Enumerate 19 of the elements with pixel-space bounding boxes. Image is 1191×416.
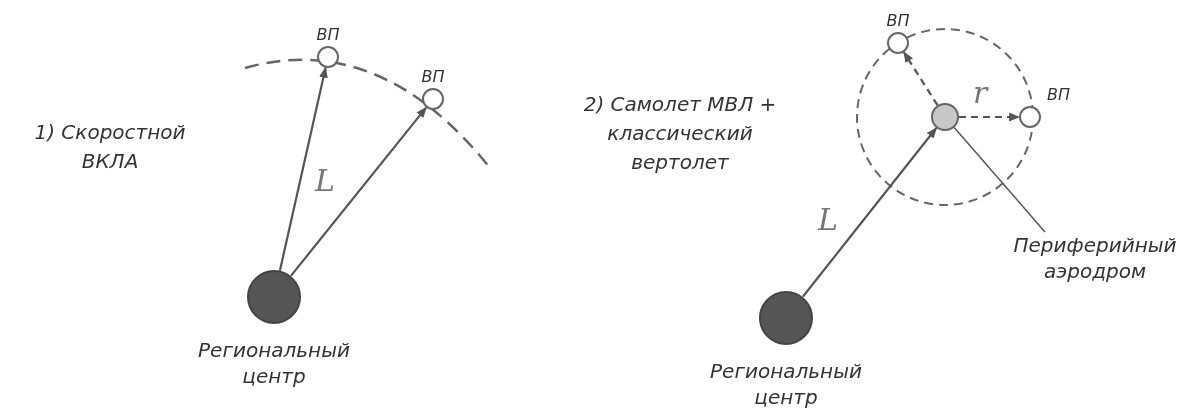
helipad-node: ВП — [308, 24, 348, 69]
distance-label: L — [313, 163, 336, 198]
edge-label: L — [818, 202, 838, 237]
arrow — [290, 106, 427, 277]
helipad-node: ВП — [878, 10, 918, 55]
arrow — [959, 112, 1021, 122]
city-node: Региональный центр — [691, 290, 881, 410]
arrow — [902, 51, 939, 106]
caption-text: 1) Скоростной ВКЛА — [33, 119, 187, 175]
edge-label: r — [973, 75, 988, 110]
caption-text: 2) Самолет МВЛ + классический вертолет — [582, 91, 778, 176]
text-label: Периферийный аэродром — [1005, 232, 1185, 284]
helipad-node: ВП — [413, 66, 453, 111]
airfield-node — [930, 102, 960, 132]
arrow — [801, 127, 938, 298]
leader-line — [953, 126, 1046, 233]
city-node: Региональный центр — [179, 269, 369, 389]
arrow — [278, 66, 328, 271]
helipad-node: ВП — [990, 84, 1070, 129]
